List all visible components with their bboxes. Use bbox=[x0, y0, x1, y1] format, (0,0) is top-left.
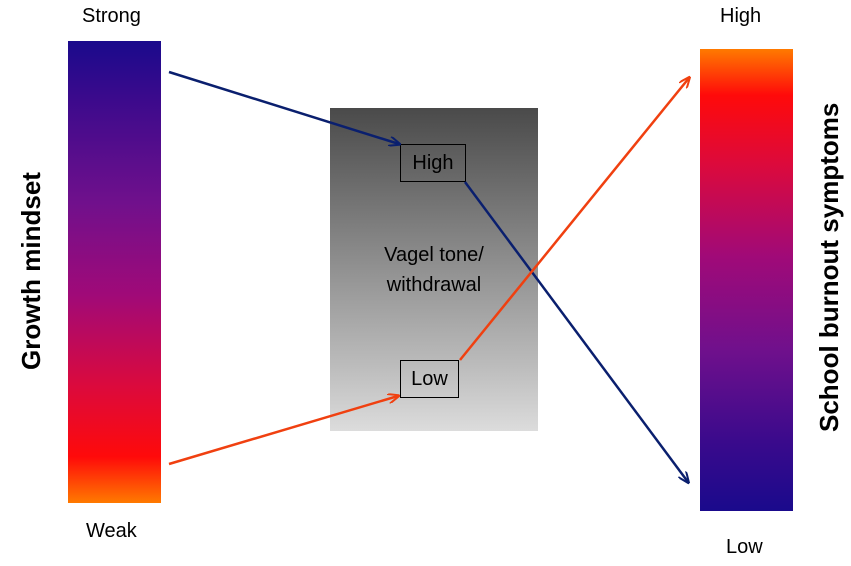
vagal-low-box: Low bbox=[400, 360, 459, 398]
burnout-high-label: High bbox=[720, 5, 762, 27]
arrow-weak-to-low bbox=[168, 396, 398, 466]
growth-mindset-strong-label: Strong bbox=[82, 5, 141, 27]
arrow-strong-to-high bbox=[168, 70, 399, 144]
vagal-high-box: High bbox=[400, 144, 466, 182]
burnout-gradient-bar bbox=[700, 49, 793, 511]
growth-mindset-gradient-bar bbox=[68, 41, 161, 503]
arrow-high-to-low-burnout bbox=[463, 181, 688, 482]
vagal-tone-box bbox=[330, 108, 538, 431]
arrow-low-to-high-burnout bbox=[459, 78, 689, 361]
growth-mindset-weak-label: Weak bbox=[86, 520, 137, 542]
burnout-low-label: Low bbox=[726, 536, 763, 558]
vagal-tone-label: Vagel tone/ withdrawal bbox=[384, 244, 484, 296]
